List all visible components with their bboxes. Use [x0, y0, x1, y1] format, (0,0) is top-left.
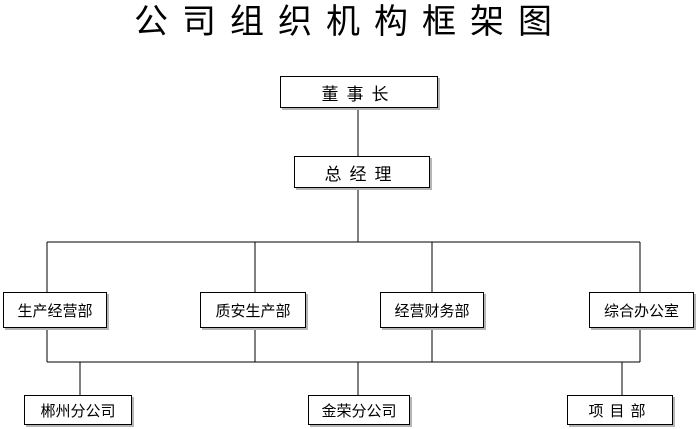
node-department-2: 质安生产部	[200, 292, 306, 328]
node-branch-1: 郴州分公司	[24, 395, 132, 425]
node-department-4: 综合办公室	[589, 292, 694, 328]
node-chairman: 董事长	[280, 76, 438, 108]
node-branch-3: 项目部	[567, 395, 673, 425]
node-department-1: 生产经营部	[3, 292, 107, 328]
node-general-manager: 总经理	[294, 156, 430, 188]
node-branch-2: 金荣分公司	[308, 395, 410, 425]
chart-title: 公司组织机构框架图	[134, 2, 566, 42]
node-department-3: 经营财务部	[380, 292, 484, 328]
